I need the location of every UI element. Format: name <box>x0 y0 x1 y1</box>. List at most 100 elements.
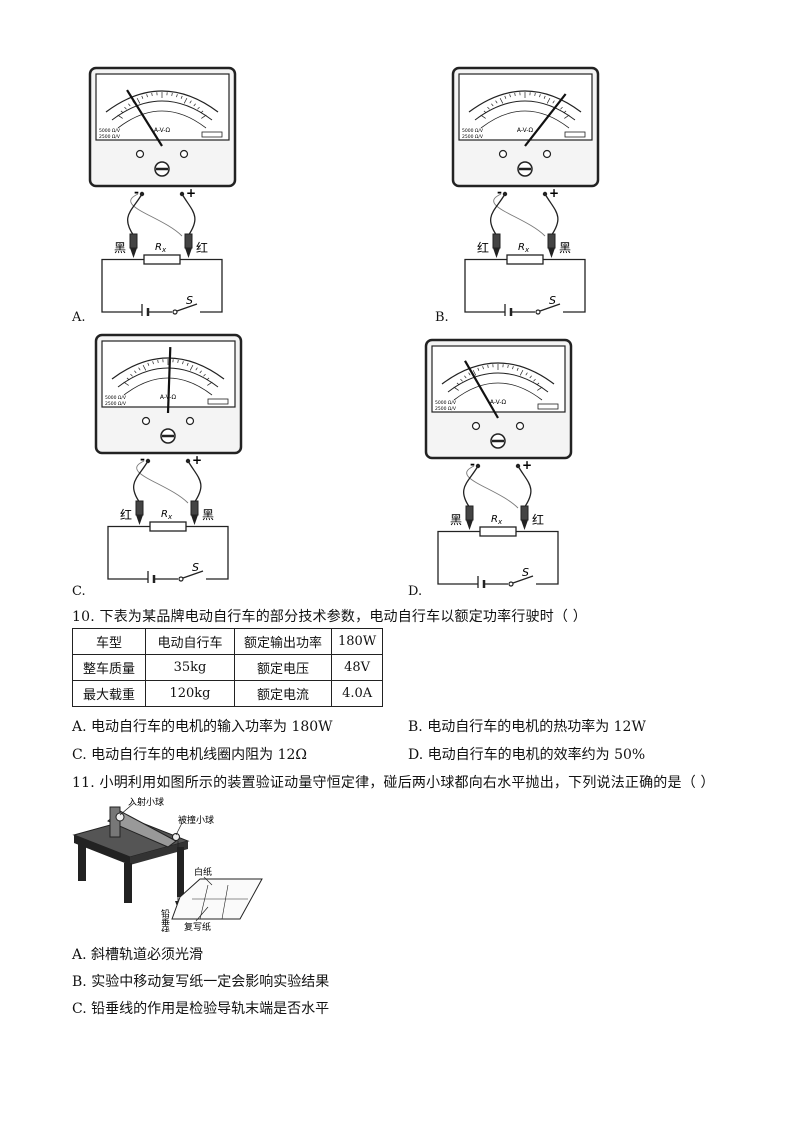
meter-needle <box>524 93 567 147</box>
switch-icon <box>535 309 541 315</box>
right-lead-color: 红 <box>196 240 208 255</box>
scale-tick <box>183 97 188 104</box>
scale-tick <box>201 114 207 119</box>
scale-tick <box>468 372 471 376</box>
scale-tick <box>120 110 124 114</box>
figure-option-a: A-V-Ω 5000 Ω/V 2500 Ω/V - + 黑 红 Rx <box>72 66 252 320</box>
scale-arc <box>480 110 570 129</box>
option-label-a[interactable]: A. <box>72 310 86 325</box>
option-label-b[interactable]: B. <box>435 310 449 325</box>
scale-tick <box>189 364 194 371</box>
q11-choice-b[interactable]: B. 实验中移动复写纸一定会影响实验结果 <box>72 974 330 990</box>
resistor-label: Rx <box>491 514 503 526</box>
knob-icon <box>185 416 195 426</box>
meter-circuit-diagram: A-V-Ω 5000 Ω/V 2500 Ω/V - + 红 黑 Rx <box>94 333 243 587</box>
label-target-ball: 被撞小球 <box>178 814 214 826</box>
meter-needle <box>166 347 172 414</box>
test-lead <box>133 460 149 504</box>
scale-tick <box>195 367 198 371</box>
mirror-strip <box>564 131 586 138</box>
scale-sub1: 5000 Ω/V <box>462 128 484 134</box>
test-lead <box>187 460 202 504</box>
question-11-text: 11. 小明利用如图所示的装置验证动量守恒定律，碰后两小球都向右水平抛出，下列说… <box>72 775 715 791</box>
target-ball-icon <box>172 833 180 841</box>
svg-text:-: - <box>470 457 475 471</box>
spec-table: 车型 电动自行车 额定输出功率 180W 整车质量 35kg 额定电压 48V … <box>72 628 384 707</box>
scale-tick <box>491 103 494 107</box>
knob-icon <box>179 149 189 159</box>
svg-text:+: + <box>522 458 532 472</box>
resistor-label: Rx <box>161 509 173 521</box>
resistor-rx <box>506 254 544 265</box>
meter-face <box>95 73 230 141</box>
meter-circuit-diagram: A-V-Ω 5000 Ω/V 2500 Ω/V - + 黑 红 Rx <box>88 66 237 320</box>
table-leg <box>124 863 132 903</box>
scale-tick <box>483 110 487 114</box>
mirror-strip <box>537 403 559 410</box>
knob-icon <box>515 421 525 431</box>
svg-text:+: + <box>192 453 202 467</box>
left-lead-color: 黑 <box>114 241 126 255</box>
scale-tick <box>138 367 141 371</box>
scale-arc <box>111 357 225 380</box>
q11-choice-c[interactable]: C. 铅垂线的作用是检验导轨末端是否水平 <box>72 1001 330 1017</box>
option-label-c[interactable]: C. <box>72 584 86 599</box>
scale-tick <box>200 110 204 114</box>
scale-sub2: 2500 Ω/V <box>435 406 457 412</box>
scale-tick <box>147 362 150 366</box>
table-row: 车型 电动自行车 额定输出功率 180W <box>72 628 384 655</box>
svg-text:+: + <box>549 186 559 200</box>
scale-tick <box>197 106 200 110</box>
scale-tick <box>207 381 213 386</box>
switch-label: S <box>522 566 529 579</box>
svg-text:+: + <box>186 186 196 200</box>
scale-tick <box>536 382 540 386</box>
resistor-rx <box>479 526 517 537</box>
right-lead-color: 黑 <box>202 508 214 522</box>
q10-choice-b[interactable]: B. 电动自行车的电机的热功率为 12W <box>408 719 646 735</box>
q11-choice-a[interactable]: A. 斜槽轨道必须光滑 <box>72 947 204 963</box>
scale-tick <box>516 367 519 371</box>
switch-icon <box>508 581 514 587</box>
scale-sub1: 5000 Ω/V <box>435 400 457 406</box>
scale-tick <box>199 370 202 374</box>
circuit-wire <box>543 258 586 313</box>
scale-tick <box>472 369 477 376</box>
scale-tick <box>464 375 467 379</box>
probe-right <box>547 233 556 249</box>
svg-text:-: - <box>140 452 145 466</box>
scale-tick <box>126 377 130 381</box>
scale-tick <box>189 100 192 104</box>
test-lead <box>490 193 506 237</box>
resistor-label: Rx <box>518 242 530 254</box>
left-lead-color: 红 <box>120 507 132 522</box>
circuit-wire <box>101 258 144 313</box>
probe-left <box>492 233 501 249</box>
scale-arc <box>117 110 207 129</box>
probe-left <box>465 505 474 521</box>
scale-arc <box>117 367 219 388</box>
scale-tick <box>157 359 159 364</box>
scale-tick <box>124 106 127 110</box>
scale-tick <box>152 361 154 365</box>
incident-ball-icon <box>115 812 125 822</box>
scale-tick <box>482 366 484 370</box>
circuit-wire <box>516 530 559 585</box>
mirror-strip <box>201 131 223 138</box>
scale-tick <box>117 114 123 119</box>
q10-choice-c[interactable]: C. 电动自行车的电机线圈内阻为 12Ω <box>72 747 307 763</box>
circuit-wire <box>180 258 223 313</box>
probe-right <box>184 233 193 249</box>
question-10-text: 10. 下表为某品牌电动自行车的部分技术参数，电动自行车以额定功率行驶时（ ） <box>72 609 587 625</box>
q10-choice-d[interactable]: D. 电动自行车的电机的效率约为 50% <box>408 747 646 763</box>
table-row: 整车质量 35kg 额定电压 48V <box>72 654 384 681</box>
q10-choice-a[interactable]: A. 电动自行车的电机的输入功率为 180W <box>72 719 333 735</box>
meter-needle <box>464 360 499 419</box>
figure-option-d: A-V-Ω 5000 Ω/V 2500 Ω/V - + 黑 红 Rx <box>408 338 588 592</box>
resistor-rx <box>149 521 187 532</box>
scale-tick <box>456 382 460 386</box>
scale-arc <box>123 377 213 396</box>
scale-tick <box>193 103 196 107</box>
option-label-d[interactable]: D. <box>408 584 423 599</box>
scale-tick <box>525 372 528 376</box>
